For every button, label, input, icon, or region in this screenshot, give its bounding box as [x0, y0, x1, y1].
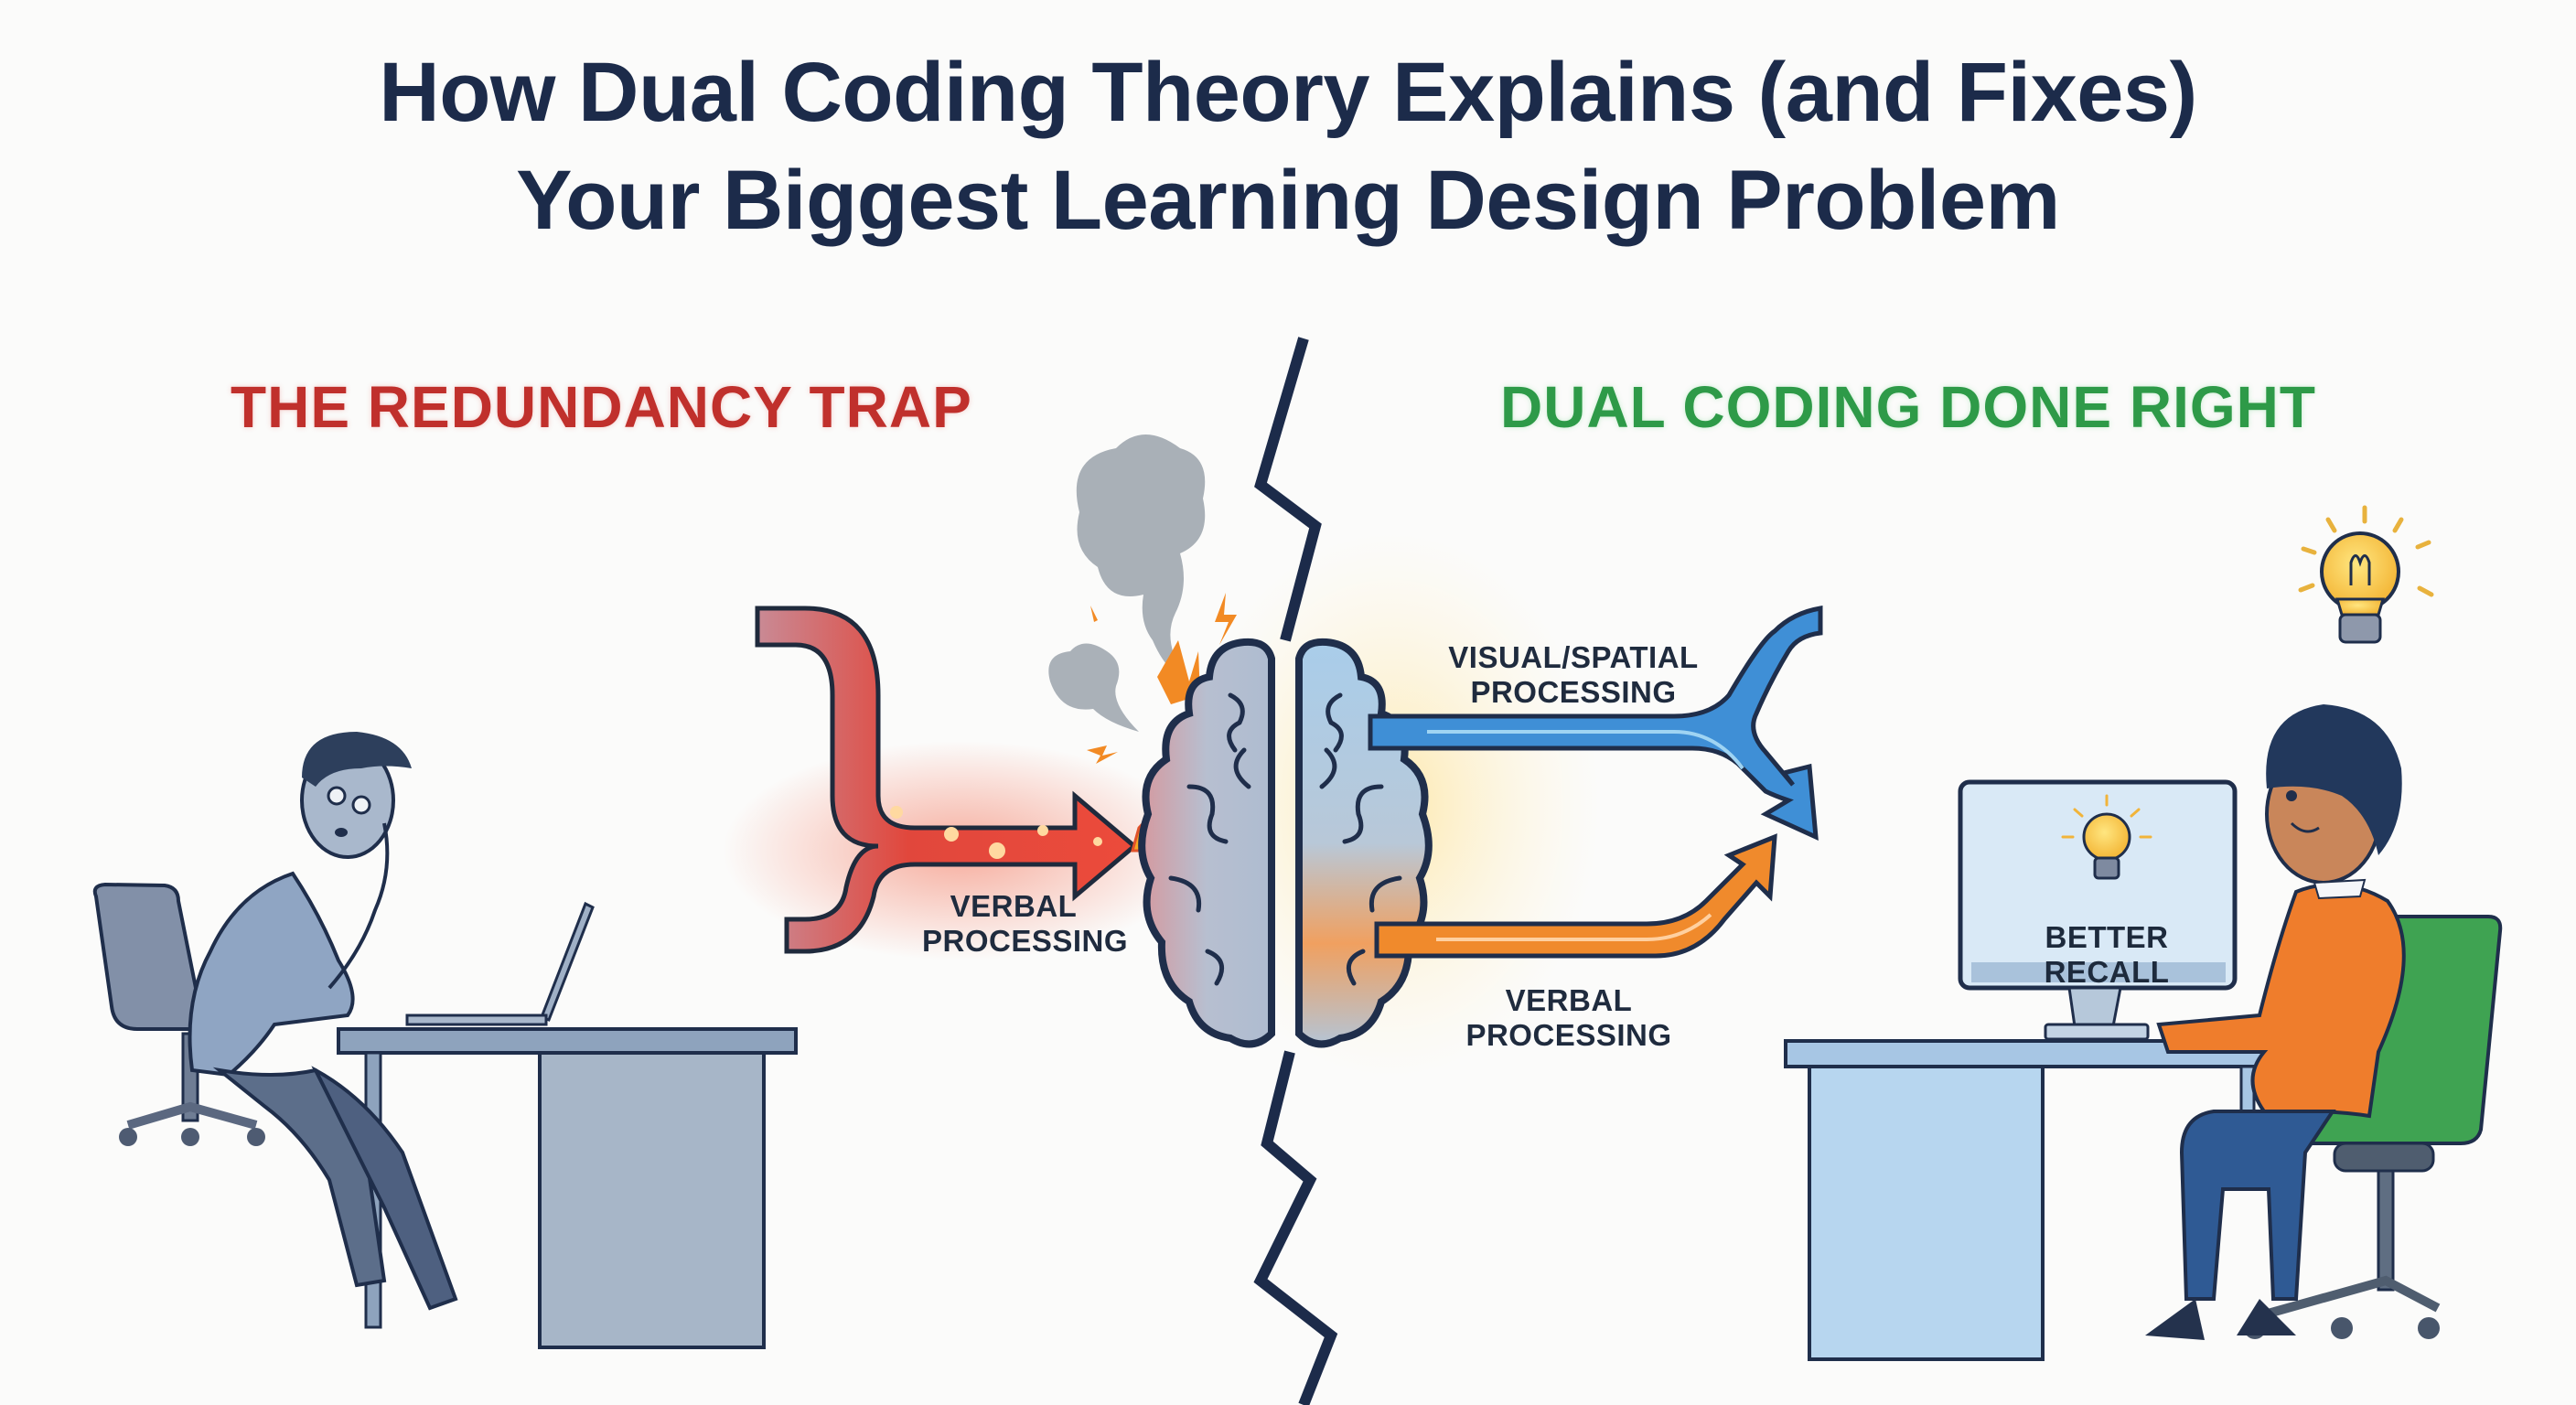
monitor-icon [1958, 779, 2238, 1041]
zigzag-divider [1254, 337, 1322, 642]
desk-right [1784, 1039, 2298, 1361]
screen-lightbulb-icon [2061, 794, 2152, 880]
title-line-1: How Dual Coding Theory Explains (and Fix… [379, 46, 2197, 139]
visual-spatial-arrow [1368, 606, 1823, 842]
happy-learner-figure [2145, 704, 2406, 1340]
main-title: How Dual Coding Theory Explains (and Fix… [0, 38, 2576, 254]
desk-left [337, 1027, 798, 1349]
redundancy-arrow [755, 606, 1138, 954]
verbal-arrow [1374, 833, 1777, 959]
laptop-icon [405, 901, 595, 1026]
office-chair-icon [92, 882, 265, 1146]
better-recall-text: BETTER RECALL [2044, 920, 2170, 989]
lightbulb-icon [2298, 505, 2434, 644]
dual-coding-heading: DUAL CODING DONE RIGHT [1500, 374, 2316, 440]
visual-spatial-label: VISUAL/SPATIAL PROCESSING [1448, 640, 1699, 709]
redundancy-trap-heading: THE REDUNDANCY TRAP [231, 374, 972, 440]
right-verbal-label: VERBAL PROCESSING [1465, 983, 1672, 1052]
zigzag-divider-lower [1253, 1050, 1338, 1405]
tired-learner-figure [188, 732, 458, 1311]
title-line-2: Your Biggest Learning Design Problem [516, 154, 2060, 247]
smoke-cloud-icon [1048, 434, 1206, 732]
overloaded-brain-icon [1138, 638, 1275, 1048]
left-verbal-label: VERBAL PROCESSING [922, 889, 1129, 958]
